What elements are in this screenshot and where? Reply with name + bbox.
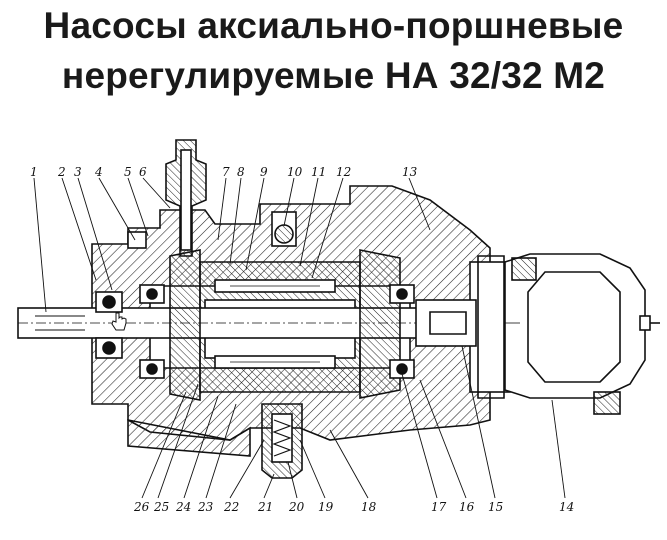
title-line-1: Насосы аксиально-поршневые [43,5,624,46]
callouts-top: 1 2 3 4 5 6 7 8 9 10 11 12 13 [30,165,418,179]
pump-body [17,139,660,479]
callout-1: 1 [30,165,38,179]
callout-25: 25 [153,500,169,514]
callouts-bottom: 26 25 24 23 22 21 20 19 18 17 16 15 14 [133,500,574,514]
callout-3: 3 [74,165,82,179]
callout-5: 5 [124,165,132,179]
callout-15: 15 [488,500,503,514]
callout-2: 2 [57,165,66,179]
callout-23: 23 [197,500,214,514]
callout-20: 20 [288,500,305,514]
callout-10: 10 [287,165,303,179]
callout-11: 11 [311,165,326,179]
callout-8: 8 [237,165,245,179]
callout-6: 6 [139,165,147,179]
callout-18: 18 [361,500,377,514]
title-line-2: нерегулируемые НА 32/32 М2 [61,55,606,96]
callout-12: 12 [336,165,351,179]
callout-16: 16 [459,500,475,514]
callout-9: 9 [260,165,268,179]
callout-21: 21 [257,500,273,514]
callout-4: 4 [94,165,103,179]
callout-26: 26 [133,500,150,514]
callout-17: 17 [431,500,447,514]
leader-lines [33,177,566,499]
callout-24: 24 [175,500,191,514]
callout-22: 22 [223,500,239,514]
callout-13: 13 [402,165,418,179]
callout-7: 7 [222,165,230,179]
callout-19: 19 [318,500,334,514]
hand-pointer-icon [111,312,127,331]
callout-14: 14 [559,500,574,514]
